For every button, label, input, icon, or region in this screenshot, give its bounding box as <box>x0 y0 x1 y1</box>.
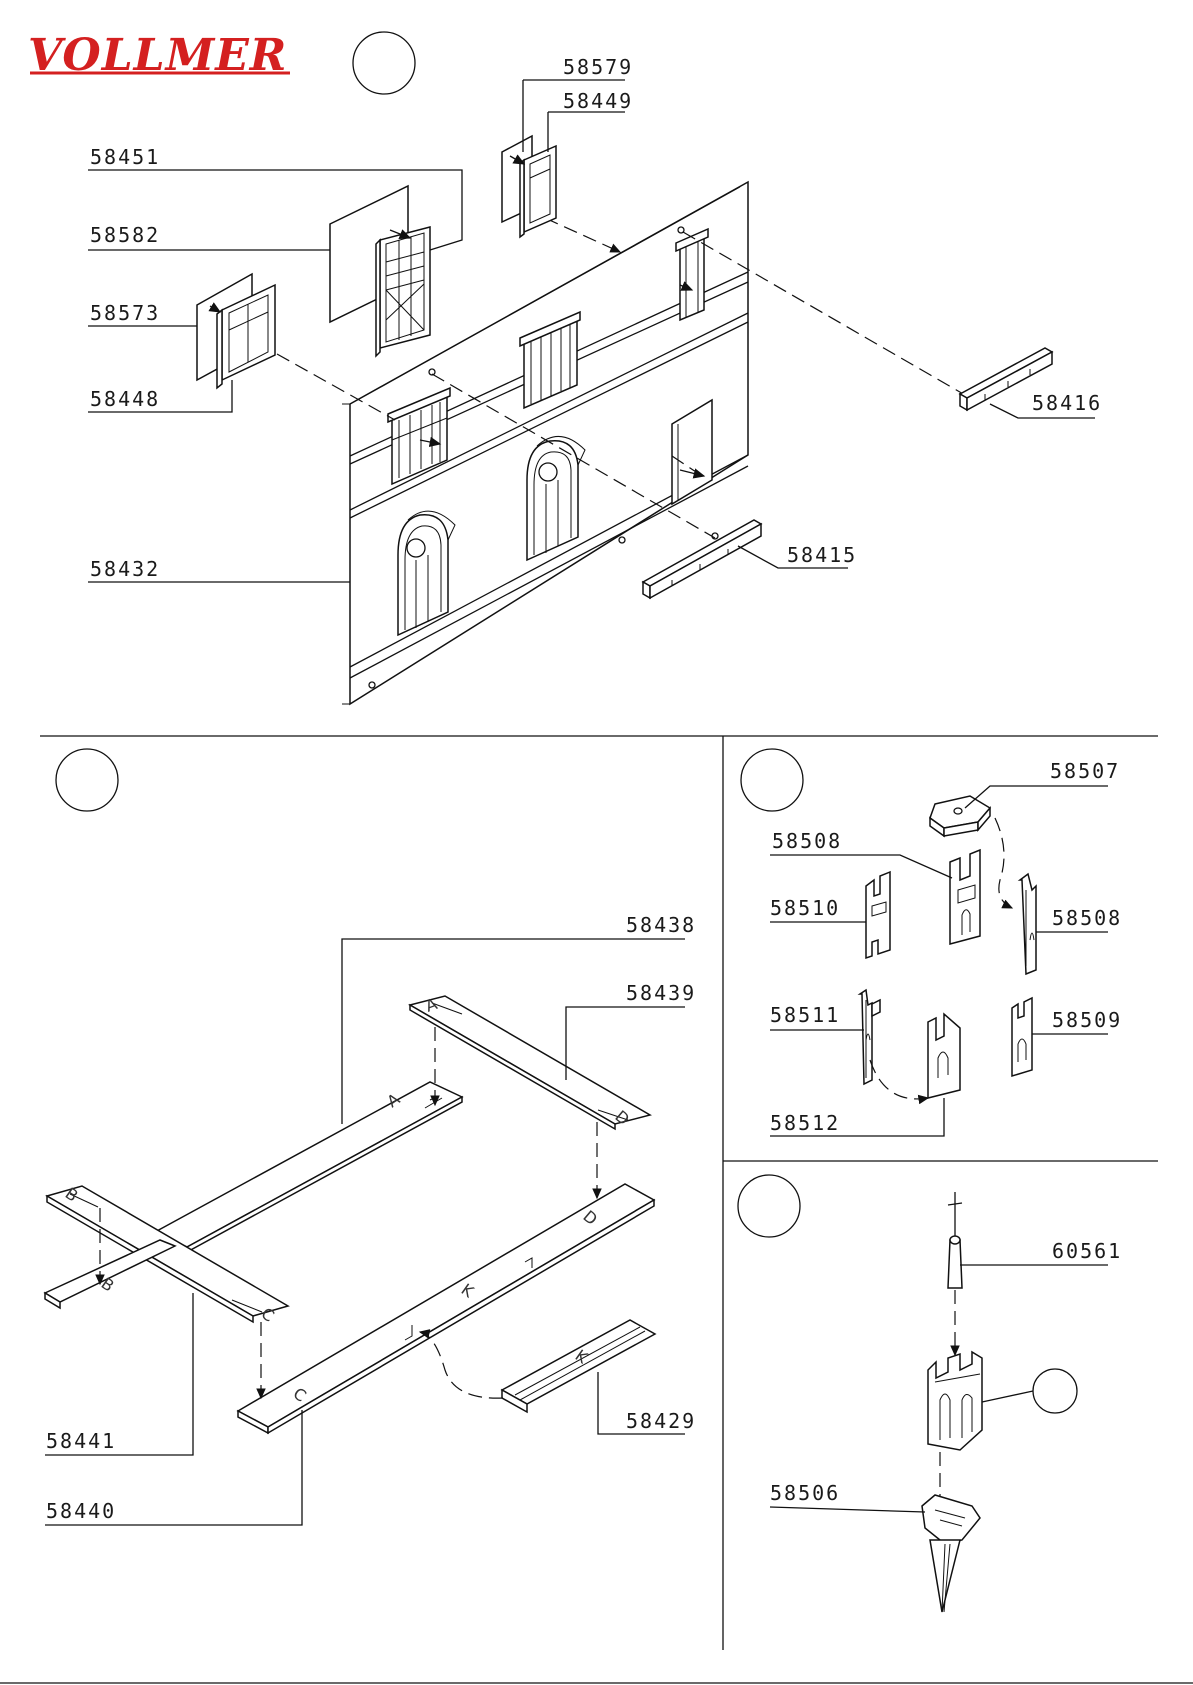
label-58512: 58512 <box>770 1111 840 1135</box>
rail-58415 <box>643 520 761 598</box>
piece-58510 <box>866 872 890 958</box>
label-58441: 58441 <box>46 1429 116 1453</box>
piece-58512 <box>928 1014 960 1098</box>
turret-parts-panel: 58507 58508 58510 58508 58511 58509 5851… <box>770 759 1122 1136</box>
label-58415: 58415 <box>787 543 857 567</box>
piece-58508-center <box>950 850 980 944</box>
spire-panel: 60561 58506 <box>770 1192 1122 1612</box>
step-circle-5 <box>1033 1369 1077 1413</box>
turret-assembly <box>928 1352 982 1450</box>
label-58582: 58582 <box>90 223 160 247</box>
label-58449: 58449 <box>563 89 633 113</box>
spire-base-58506 <box>922 1495 980 1612</box>
label-58579: 58579 <box>563 55 633 79</box>
label-58439: 58439 <box>626 981 696 1005</box>
label-58448: 58448 <box>90 387 160 411</box>
label-58451: 58451 <box>90 145 160 169</box>
step-circle-3 <box>741 749 803 811</box>
step-circle-1 <box>353 32 415 94</box>
label-58432: 58432 <box>90 557 160 581</box>
label-58508-top: 58508 <box>772 829 842 853</box>
label-58509: 58509 <box>1052 1008 1122 1032</box>
label-58438: 58438 <box>626 913 696 937</box>
vollmer-logo: VOLLMER <box>25 30 290 81</box>
window-58448 <box>197 274 275 388</box>
label-58416: 58416 <box>1032 391 1102 415</box>
piece-58509 <box>1012 998 1032 1076</box>
step-circle-2 <box>56 749 118 811</box>
label-58510: 58510 <box>770 896 840 920</box>
piece-58508-right <box>1020 874 1036 974</box>
label-58508-right: 58508 <box>1052 906 1122 930</box>
facade-panel: 58579 58449 58451 58582 58573 58448 5843… <box>88 55 1102 704</box>
label-58511: 58511 <box>770 1003 840 1027</box>
beam-58438 <box>155 1082 462 1252</box>
label-58573: 58573 <box>90 301 160 325</box>
step-circle-4 <box>738 1175 800 1237</box>
label-58506: 58506 <box>770 1481 840 1505</box>
piece-58511 <box>860 990 880 1084</box>
finial-60561 <box>948 1192 962 1288</box>
label-58429: 58429 <box>626 1409 696 1433</box>
label-58507: 58507 <box>1050 759 1120 783</box>
label-60561: 60561 <box>1052 1239 1122 1263</box>
label-58440: 58440 <box>46 1499 116 1523</box>
window-58582 <box>330 186 430 356</box>
upper-window-right <box>676 229 708 320</box>
base-frame-panel: A A D D B B C C K K 58438 58439 58441 58… <box>45 913 696 1525</box>
cap-58507 <box>930 796 990 836</box>
